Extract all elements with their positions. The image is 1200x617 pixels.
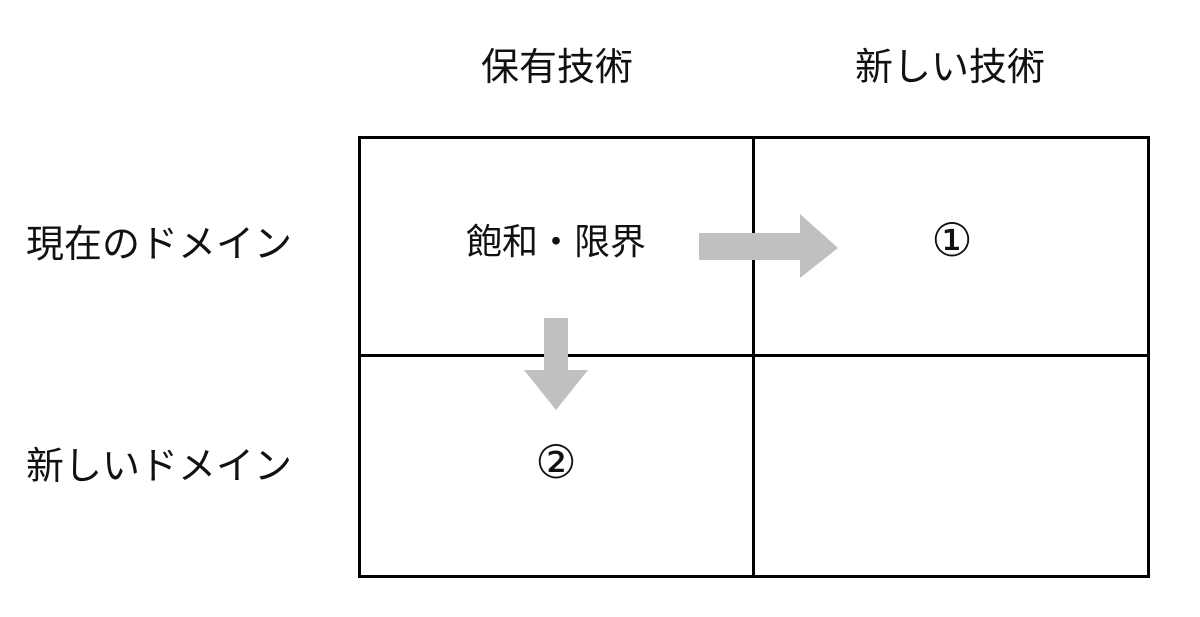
down-arrow-icon bbox=[524, 318, 588, 410]
col-header-new-tech: 新しい技術 bbox=[854, 45, 1046, 89]
grid-horizontal-divider bbox=[358, 354, 1150, 357]
col-header-owned-tech: 保有技術 bbox=[480, 45, 634, 89]
row-header-current-domain: 現在のドメイン bbox=[26, 222, 293, 266]
row-header-new-domain: 新しいドメイン bbox=[26, 444, 293, 488]
cell-circled-two: ② bbox=[535, 435, 577, 489]
right-arrow-icon bbox=[699, 214, 838, 278]
grid-vertical-divider bbox=[752, 136, 755, 578]
cell-circled-one: ① bbox=[931, 213, 973, 267]
cell-saturation-limit: 飽和・限界 bbox=[465, 222, 647, 263]
